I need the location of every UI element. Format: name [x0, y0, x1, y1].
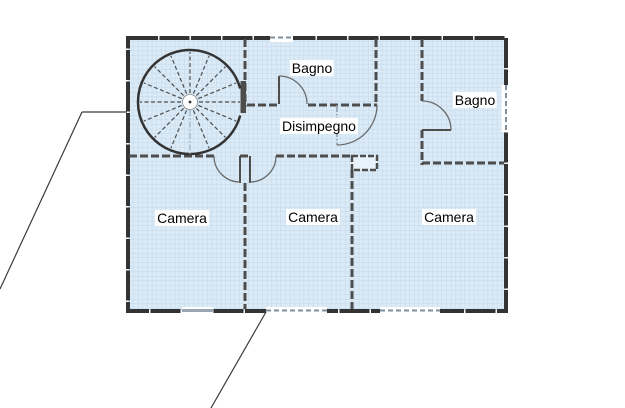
room-label-disimpegno: Disimpegno	[280, 117, 358, 135]
wall-stub	[350, 154, 379, 172]
windows	[182, 33, 511, 316]
room-label-camera-left: Camera	[155, 209, 209, 227]
door-bagno-center	[278, 75, 308, 105]
stair-wall-stub	[240, 81, 246, 113]
site-lines	[0, 111, 267, 408]
interior-walls	[129, 39, 504, 309]
room-label-bagno-right: Bagno	[452, 91, 498, 109]
stair-newel-dot	[188, 100, 192, 104]
doors	[213, 75, 452, 183]
spiral-staircase	[136, 48, 242, 156]
door-camera-left	[213, 155, 241, 183]
door-camera-center	[249, 155, 277, 183]
door-disimpegno	[336, 104, 378, 146]
door-bagno-right	[421, 100, 452, 131]
room-label-camera-center: Camera	[286, 208, 340, 226]
room-label-bagno-center: Bagno	[289, 59, 335, 77]
room-label-camera-right: Camera	[422, 208, 476, 226]
floor-area	[128, 38, 506, 311]
